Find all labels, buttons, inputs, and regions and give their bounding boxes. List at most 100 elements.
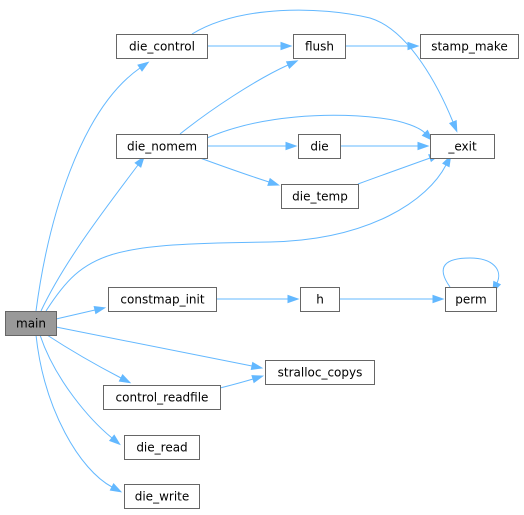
node-box — [5, 311, 57, 336]
node-box — [298, 134, 341, 159]
edge-line — [35, 67, 141, 312]
edge-h-to-perm — [339, 294, 445, 304]
edge-die_control-to-_exit — [191, 9, 458, 133]
node-die-temp[interactable]: die_temp — [281, 184, 359, 209]
edge-line — [45, 164, 447, 312]
edge-arrowhead — [448, 119, 458, 133]
edge-die_nomem-to-die_temp — [199, 157, 280, 186]
edge-die_nomem-to-_exit — [206, 114, 434, 142]
node-box — [116, 134, 208, 159]
node-label: perm — [455, 293, 486, 307]
node-die-nomem[interactable]: die_nomem — [116, 134, 208, 159]
edge-main-to-die_write — [35, 334, 123, 493]
edge-line — [191, 9, 454, 123]
edge-arrowhead — [93, 306, 107, 315]
edge-line — [357, 157, 431, 185]
node-box — [300, 287, 340, 312]
edge-line — [442, 257, 500, 288]
node-die-read[interactable]: die_read — [124, 435, 200, 460]
node-perm[interactable]: perm — [445, 287, 497, 312]
edge-arrowhead — [285, 141, 298, 151]
node-die[interactable]: die — [298, 134, 341, 159]
node--exit[interactable]: _exit — [430, 134, 495, 159]
node-flush[interactable]: flush — [293, 34, 346, 59]
node-label: die_read — [136, 441, 187, 455]
edge-line — [35, 334, 113, 488]
edge-line — [55, 309, 96, 320]
edge-constmap_init-to-h — [216, 294, 300, 304]
node-stamp-make[interactable]: stamp_make — [420, 34, 519, 59]
edge-main-to-control_readfile — [46, 334, 132, 384]
edge-perm-to-perm — [442, 257, 502, 294]
node-box — [430, 134, 495, 159]
node-box — [116, 34, 208, 59]
node-die-control[interactable]: die_control — [116, 34, 208, 59]
node-label: constmap_init — [120, 293, 204, 307]
node-box — [108, 287, 217, 312]
node-box — [281, 184, 359, 209]
edge-arrowhead — [287, 294, 300, 304]
edge-die_temp-to-_exit — [357, 154, 441, 185]
edge-die-to-_exit — [340, 141, 430, 151]
node-box — [103, 385, 221, 410]
node-box — [445, 287, 497, 312]
edge-flush-to-stamp_make — [345, 41, 420, 51]
node-label: die — [310, 140, 328, 154]
edge-line — [39, 334, 113, 439]
node-main[interactable]: main — [5, 311, 57, 336]
edge-control_readfile-to-stralloc_copys — [219, 375, 265, 389]
edge-line — [55, 326, 253, 367]
node-label: main — [16, 317, 46, 331]
node-label: die_nomem — [127, 140, 197, 154]
node-box — [124, 484, 200, 509]
edge-arrowhead — [108, 434, 121, 446]
node-constmap-init[interactable]: constmap_init — [108, 287, 217, 312]
edge-line — [179, 64, 289, 135]
edge-die_nomem-to-flush — [179, 60, 299, 135]
edge-arrowhead — [421, 129, 434, 142]
edge-line — [46, 334, 122, 379]
edge-arrowhead — [137, 61, 150, 72]
edge-line — [206, 114, 426, 139]
edge-arrowhead — [285, 60, 299, 70]
edge-die_nomem-to-die — [207, 141, 298, 151]
node-die-write[interactable]: die_write — [124, 484, 200, 509]
edge-main-to-die_control — [35, 61, 150, 312]
edge-main-to-constmap_init — [55, 306, 107, 320]
node-box — [124, 435, 200, 460]
edge-main-to-die_read — [39, 334, 121, 446]
edge-die_control-to-flush — [207, 41, 293, 51]
node-label: die_temp — [292, 190, 348, 204]
node-label: stralloc_copys — [278, 366, 363, 380]
node-box — [293, 34, 346, 59]
edge-arrowhead — [251, 375, 265, 384]
edge-line — [199, 157, 270, 183]
edge-main-to-die_nomem — [40, 155, 145, 312]
node-control-readfile[interactable]: control_readfile — [103, 385, 221, 410]
edge-arrowhead — [250, 361, 264, 370]
edge-line — [40, 164, 139, 312]
node-box — [420, 34, 519, 59]
node-label: h — [316, 293, 324, 307]
node-h[interactable]: h — [300, 287, 340, 312]
node-box — [265, 360, 375, 385]
node-label: control_readfile — [116, 391, 209, 405]
edges-layer — [35, 9, 502, 493]
node-label: _exit — [447, 140, 477, 154]
edge-main-to-_exit — [45, 154, 452, 312]
node-stralloc-copys[interactable]: stralloc_copys — [265, 360, 375, 385]
edge-arrowhead — [407, 41, 420, 51]
edge-arrowhead — [417, 141, 430, 151]
node-label: die_control — [129, 40, 195, 54]
edge-arrowhead — [432, 294, 445, 304]
node-label: die_write — [135, 490, 190, 504]
edge-arrowhead — [280, 41, 293, 51]
edge-main-to-stralloc_copys — [55, 326, 264, 370]
edge-arrowhead — [109, 483, 123, 493]
edge-arrowhead — [118, 374, 132, 384]
edge-line — [219, 378, 254, 389]
node-label: flush — [305, 40, 334, 54]
node-label: stamp_make — [431, 40, 508, 54]
edge-arrowhead — [134, 155, 145, 168]
